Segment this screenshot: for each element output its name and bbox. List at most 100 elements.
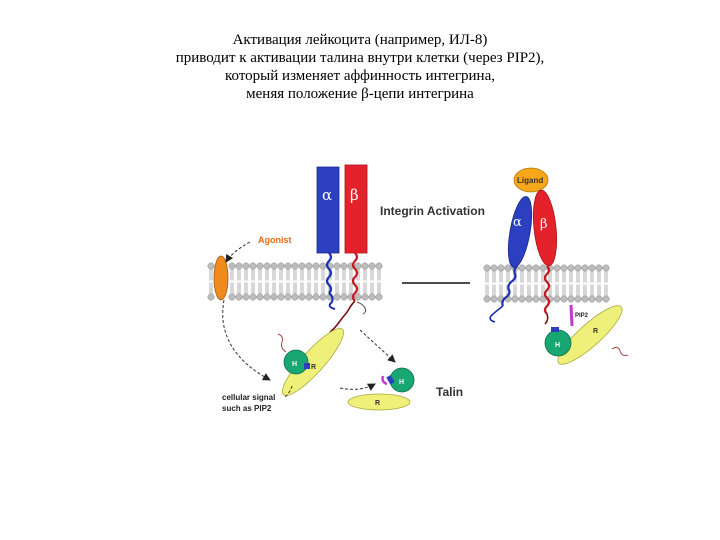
pip2-marker-free: [381, 375, 388, 386]
pip2-label: PIP2: [575, 313, 589, 319]
ligand: [513, 167, 549, 193]
lipid-head: [553, 295, 561, 303]
lipid-head: [235, 293, 243, 301]
lipid-head: [602, 264, 610, 272]
caption-line-4: меняя положение β-цепи интегрина: [246, 86, 474, 102]
lipid-head: [340, 293, 348, 301]
lipid-head: [602, 295, 610, 303]
lipid-head: [532, 264, 540, 272]
lipid-head: [525, 295, 533, 303]
lipid-head: [263, 293, 271, 301]
lipid-head: [228, 262, 236, 270]
talin-r-label-free: R: [375, 400, 380, 407]
lipid-head: [490, 264, 498, 272]
lipid-head: [312, 262, 320, 270]
talin-head-bound: [283, 349, 309, 375]
lipid-head: [354, 293, 362, 301]
caption-line-1: Активация лейкоцита (например, ИЛ-8): [232, 32, 488, 48]
lipid-head: [333, 293, 341, 301]
talin-recruit-arrow: [359, 329, 396, 363]
lipid-head: [483, 264, 491, 272]
talin-binding-site-bound: [304, 363, 310, 369]
lipid-head: [256, 262, 264, 270]
lipid-head: [525, 264, 533, 272]
left-membrane-heads-bottom: [207, 293, 383, 301]
beta-tm-coil-inactive: [351, 252, 359, 302]
lipid-head: [574, 295, 582, 303]
lipid-head: [319, 293, 327, 301]
lipid-head: [333, 262, 341, 270]
lipid-head: [277, 262, 285, 270]
lipid-head: [228, 293, 236, 301]
lipid-head: [588, 295, 596, 303]
lipid-head: [235, 262, 243, 270]
agonist-receptor: [213, 255, 229, 301]
caption-line-3: который изменяет аффинность интегрина,: [225, 68, 495, 84]
talin-r-label-active: R: [593, 328, 598, 335]
lipid-head: [595, 264, 603, 272]
lipid-head: [532, 295, 540, 303]
beta-tail-inactive: [329, 300, 356, 333]
signal-arrow-3: [339, 383, 376, 391]
left-membrane-heads-top: [207, 262, 383, 270]
lipid-head: [354, 262, 362, 270]
lipid-head: [368, 262, 376, 270]
lipid-head: [312, 293, 320, 301]
lipid-head: [483, 295, 491, 303]
beta-chain-active: [532, 189, 558, 267]
left-membrane: [207, 262, 383, 301]
lipid-head: [361, 262, 369, 270]
beta-tail-loop-inactive: [356, 301, 367, 315]
lipid-head: [567, 295, 575, 303]
caption-line-2: приводит к активации талина внутри клетк…: [175, 50, 545, 66]
lipid-head: [595, 295, 603, 303]
lipid-head: [539, 264, 547, 272]
talin-binding-site-active: [551, 327, 559, 332]
lipid-head: [581, 295, 589, 303]
talin-h-label-free: H: [399, 379, 404, 386]
lipid-head: [319, 262, 327, 270]
lipid-head: [504, 264, 512, 272]
lipid-head: [340, 262, 348, 270]
lipid-head: [256, 293, 264, 301]
left-membrane-tails: [209, 269, 381, 294]
lipid-head: [375, 293, 383, 301]
lipid-head: [242, 262, 250, 270]
beta-label-active: β: [540, 217, 548, 232]
lipid-head: [298, 262, 306, 270]
lipid-head: [497, 264, 505, 272]
pip2-marker-active: [569, 304, 574, 327]
talin-r-label-bound: R: [311, 364, 316, 371]
lipid-head: [518, 264, 526, 272]
caption: Активация лейкоцита (например, ИЛ-8) при…: [0, 31, 720, 103]
lipid-head: [553, 264, 561, 272]
alpha-label-inactive: α: [322, 186, 332, 204]
lipid-head: [539, 295, 547, 303]
right-membrane: [483, 264, 610, 303]
right-membrane-tails: [485, 271, 608, 296]
lipid-head: [361, 293, 369, 301]
cellular-signal-line-2: such as PIP2: [222, 404, 272, 413]
alpha-label-active: α: [513, 215, 522, 230]
talin-tail-active: [611, 346, 629, 356]
lipid-head: [284, 262, 292, 270]
alpha-tm-coil-inactive: [325, 252, 333, 294]
alpha-chain-inactive: [316, 166, 340, 254]
beta-label-inactive: β: [350, 186, 359, 204]
ligand-label: Ligand: [517, 176, 543, 185]
talin-rod-active: [557, 305, 623, 365]
lipid-head: [305, 262, 313, 270]
agonist-label: Agonist: [258, 235, 292, 245]
integrin-activation-label: Integrin Activation: [380, 204, 485, 218]
beta-tail-active: [544, 313, 549, 325]
lipid-head: [291, 262, 299, 270]
lipid-head: [291, 293, 299, 301]
lipid-head: [375, 262, 383, 270]
lipid-head: [574, 264, 582, 272]
lipid-head: [560, 295, 568, 303]
lipid-head: [284, 293, 292, 301]
agonist-arrow: [225, 241, 251, 263]
lipid-head: [305, 293, 313, 301]
lipid-head: [263, 262, 271, 270]
